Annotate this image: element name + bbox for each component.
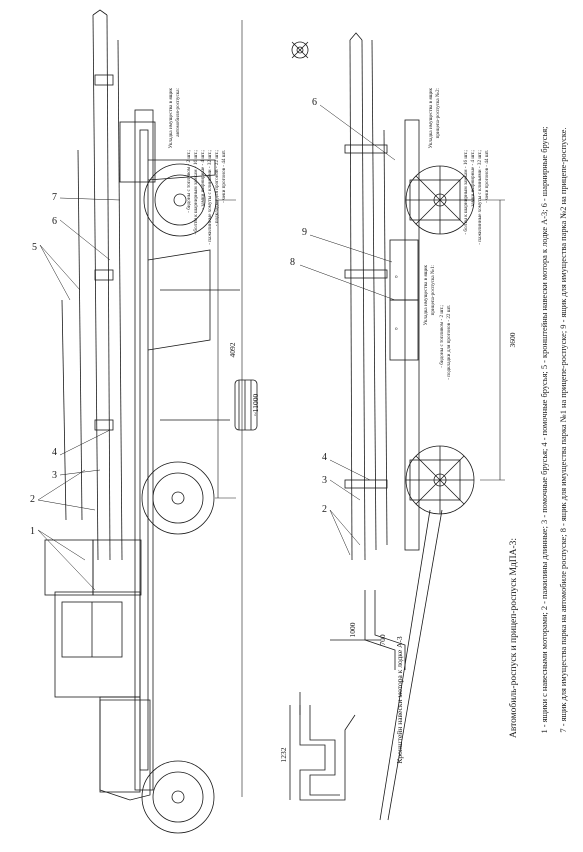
trailer2-heading-1: Укладка имущества в ящик bbox=[428, 88, 434, 149]
trailer1-heading-2: прицепа-роспуска №1: bbox=[430, 264, 436, 315]
bracket-caption: Кронштейн навески мотора к лодке А-3 bbox=[395, 636, 404, 763]
dim-overall: ~11000 bbox=[251, 393, 260, 416]
truck-note-3: - пажилинные хомуты с клиньями - 32 шт.; bbox=[207, 149, 213, 244]
caption-legend-line-1: 1 - ящики с навесными моторами; 2 - пажи… bbox=[540, 127, 549, 734]
truck-note-2: - замки шарнирные - 4 шт.; bbox=[200, 149, 206, 209]
dimension-texts: ~11000 4092 3600 1232 1000 700 Кронштейн… bbox=[228, 332, 517, 763]
callout-6: 6 bbox=[52, 216, 57, 227]
callout-7: 7 bbox=[52, 192, 57, 203]
dimension-lines bbox=[215, 20, 505, 797]
leader-lines bbox=[37, 104, 396, 591]
rear-wheel-spokes bbox=[406, 166, 474, 234]
dim-1232: 1232 bbox=[279, 747, 288, 762]
callout-4: 4 bbox=[52, 447, 57, 458]
trailer1-note-0: - бидоны с топливом - 2 шт.; bbox=[438, 304, 445, 367]
truck-roadtrain bbox=[44, 9, 258, 834]
trailer2-note-2: - пажилинные хомуты с клиньями - 32 шт.; bbox=[477, 149, 483, 244]
trailer1-note-1: - подкладки для прогонов - 22 шт. bbox=[446, 305, 452, 380]
truck-note-4: - подкладки для прогонов - 22 шт.; bbox=[214, 149, 220, 226]
caption-title: Автомобиль-роспуск и прицеп-роспуск МдПА… bbox=[508, 538, 519, 738]
bracket-drawing bbox=[289, 590, 406, 801]
callout-5: 5 bbox=[32, 242, 37, 253]
svg-text:o: o bbox=[395, 326, 398, 332]
callout-2-trailer: 2 bbox=[322, 504, 327, 515]
front-wheel-spokes bbox=[406, 446, 474, 514]
trailer2-note-3: - чеки прогонов - 44 шт. bbox=[484, 150, 490, 203]
truck-note-1: - болты к шарнирным замкам - 16 шт.; bbox=[192, 149, 199, 234]
caption: Автомобиль-роспуск и прицеп-роспуск МдПА… bbox=[508, 127, 568, 739]
trailer-roadtrain: o o bbox=[344, 32, 475, 821]
trailer-notes-2: Укладка имущества в ящик прицепа-роспуск… bbox=[428, 87, 490, 244]
truck-note-5: - чеки прогонов - 44 шт. bbox=[221, 150, 227, 203]
callout-8: 8 bbox=[290, 257, 295, 268]
truck-notes: Укладка имущества в ящик автомобиля-росп… bbox=[168, 87, 227, 244]
trailer2-heading-2: прицепа-роспуска №2: bbox=[435, 87, 441, 138]
truck-note-0: - бидоны с топливом - 2 шт.; bbox=[185, 149, 192, 212]
trailer2-note-1: - замки шарнирные - 4 шт.; bbox=[470, 149, 476, 209]
trailer2-note-0: - болты к шарнирным замкам - 16 шт.; bbox=[462, 149, 469, 234]
emblem-icon bbox=[291, 41, 309, 59]
callout-6-trailer: 6 bbox=[312, 97, 317, 108]
callout-1: 1 bbox=[30, 526, 35, 537]
callout-4-trailer: 4 bbox=[322, 452, 327, 463]
trailer-notes-1: Укладка имущества в ящик прицепа-роспуск… bbox=[423, 264, 452, 379]
dim-700: 700 bbox=[378, 634, 387, 646]
svg-text:o: o bbox=[395, 274, 398, 280]
truck-notes-heading-2: автомобиля-роспуска: bbox=[174, 87, 181, 136]
caption-legend-line-2: 7 - ящик для имущества парка на автомоби… bbox=[559, 127, 568, 732]
dim-1000: 1000 bbox=[348, 622, 357, 637]
callout-3: 3 bbox=[52, 470, 57, 481]
dim-truck-wheelbase: 4092 bbox=[228, 342, 237, 357]
callout-9: 9 bbox=[302, 227, 307, 238]
trailer1-heading-1: Укладка имущества в ящик bbox=[423, 265, 429, 326]
truck-notes-heading-1: Укладка имущества в ящик bbox=[168, 88, 174, 149]
dim-trailer-wheelbase: 3600 bbox=[508, 332, 517, 347]
callouts: 1 2 3 4 5 6 7 2 3 4 6 8 9 bbox=[30, 97, 327, 537]
callout-2: 2 bbox=[30, 494, 35, 505]
callout-3-trailer: 3 bbox=[322, 475, 327, 486]
